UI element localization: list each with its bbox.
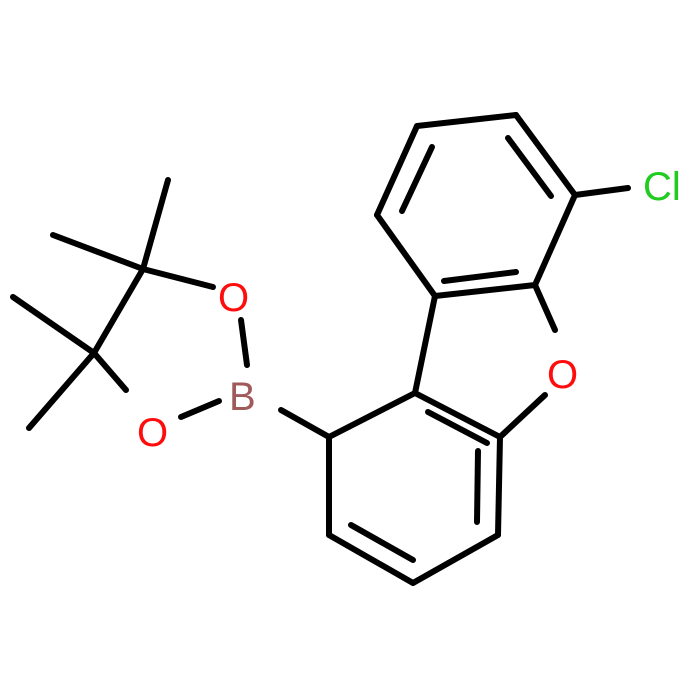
bond-furan-c-o-upper [532,282,558,333]
bond-o-c-bottom [91,350,129,393]
pinacol-boronate-ring [10,177,250,431]
bond-upper-ring-left [374,212,438,299]
bond-o-c-top [140,266,216,290]
bond-methyl-top-left [50,232,146,272]
bond-furan-biaryl [412,293,438,396]
bond-lower-ring-double-right [474,448,481,525]
bond-methyl-bottom-left [10,294,97,356]
bond-methyl-bottom-down [26,350,97,431]
bond-upper-ring-double-top-right [505,135,554,199]
bond-lower-ring-fused [412,390,503,440]
bond-upper-ring-top-right [513,112,578,198]
bond-lower-ring-top-left [326,390,418,440]
bond-lower-ring-bottom-right [410,532,501,586]
boronate-oxygen-bottom-atom-label: O [137,411,168,455]
chlorine-atom-label: Cl [643,165,681,209]
bond-lower-ring-double-fused [425,409,490,446]
bond-lower-ring-right [495,434,503,538]
bond-upper-ring-double-fused [441,269,519,284]
bond-upper-ring-double-top-left [399,144,435,214]
bond-b-o-bottom [178,398,222,420]
boronate-oxygen-top-atom-label: O [218,276,249,320]
bond-upper-ring-top-left [374,123,420,218]
furan-oxygen-atom-label: O [547,353,578,397]
lower-benzene-ring [326,390,503,586]
bond-upper-ring-fused [432,282,538,299]
boron-atom-label: B [229,375,256,419]
bond-lower-ring-bottom-left [326,532,416,586]
bond-lower-ring-double-bottom [348,522,416,563]
bond-c-c-pinacol [91,266,146,356]
bond-b-o-top [238,317,250,368]
bond-methyl-top-up [140,177,171,272]
bond-upper-ring-right [532,192,578,288]
bond-c-cl [572,185,631,198]
bond-upper-ring-top [414,112,519,129]
bond-furan-c-o-lower [497,392,548,440]
bond-c-b [278,407,332,440]
furan-ring [412,282,558,440]
upper-benzene-ring [374,112,578,299]
